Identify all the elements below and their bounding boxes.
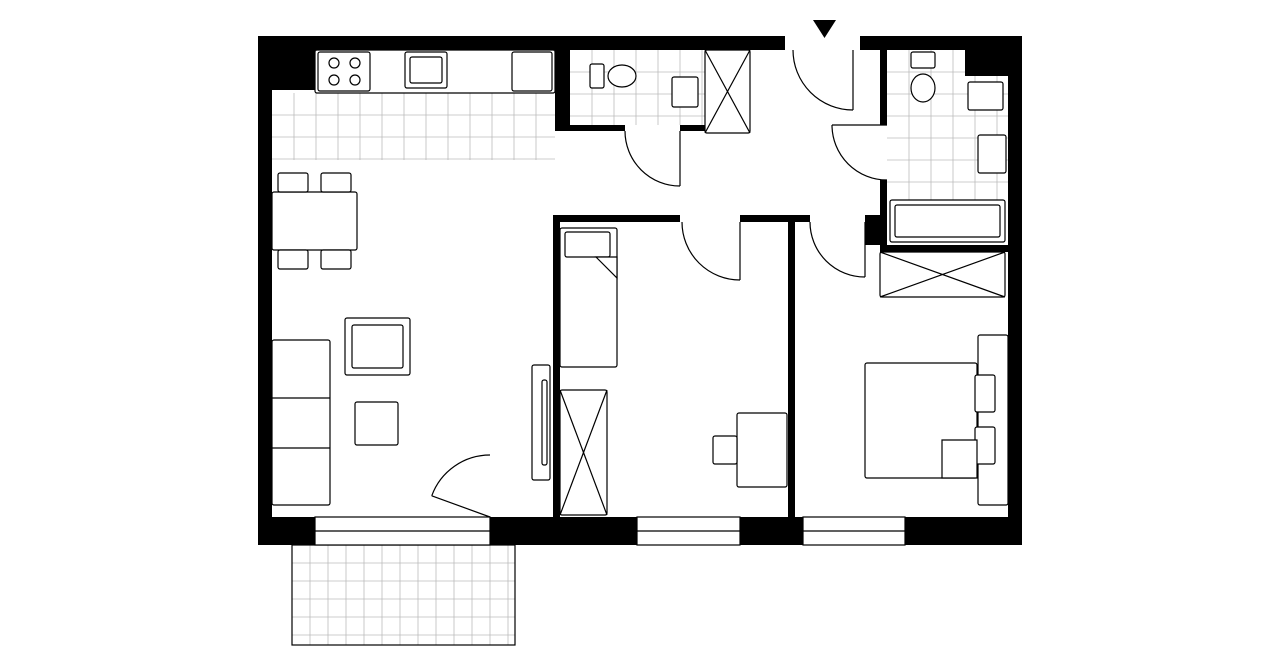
desk-chair xyxy=(712,435,738,465)
wardrobe-x xyxy=(879,251,1006,298)
toilet xyxy=(607,64,637,88)
washbasin xyxy=(977,134,1007,174)
tv xyxy=(541,379,548,466)
tiled-floors xyxy=(272,50,1008,646)
wall xyxy=(1008,36,1022,545)
walls xyxy=(258,36,1022,546)
entrance-triangle-icon xyxy=(813,20,836,38)
wall xyxy=(258,36,785,50)
nightstand-column xyxy=(977,334,1009,506)
wall xyxy=(553,215,680,222)
coffee-table xyxy=(354,401,399,446)
kitchen-tiles xyxy=(272,93,555,160)
entrance-door-swing xyxy=(792,49,854,111)
fridge xyxy=(511,51,553,92)
dining-chair xyxy=(277,172,309,193)
wall xyxy=(860,36,1022,50)
doors xyxy=(431,49,888,518)
wall xyxy=(788,222,795,517)
wall xyxy=(680,125,705,131)
wall xyxy=(740,517,803,545)
wall xyxy=(905,517,1022,545)
wall xyxy=(555,125,625,131)
furniture xyxy=(271,49,1009,516)
wall xyxy=(555,36,570,130)
bathtub-inner xyxy=(894,204,1001,238)
desk xyxy=(736,412,788,488)
toilet xyxy=(910,73,936,103)
bedroom2-door-swing xyxy=(809,221,866,278)
wall xyxy=(258,36,315,90)
pillow xyxy=(974,374,996,413)
burner xyxy=(328,74,340,86)
wall xyxy=(740,215,810,222)
wall xyxy=(880,180,887,252)
balcony-door-leaf xyxy=(431,495,491,518)
washing-machine xyxy=(967,81,1004,111)
dining-chair xyxy=(277,249,309,270)
bathroom-door-swing xyxy=(624,130,681,187)
burner xyxy=(328,57,340,69)
wall xyxy=(258,517,315,545)
dining-chair xyxy=(320,172,352,193)
dining-table xyxy=(271,191,358,251)
wall xyxy=(880,50,887,125)
wall xyxy=(490,517,637,545)
shower-x xyxy=(704,49,751,134)
wardrobe-x xyxy=(559,389,608,516)
pillow xyxy=(974,426,996,465)
dining-chair xyxy=(320,249,352,270)
stove xyxy=(317,51,371,92)
sink-basin xyxy=(409,56,443,84)
wall xyxy=(965,50,1008,76)
wall xyxy=(865,215,880,245)
wall xyxy=(258,36,272,545)
bed-cover-fold xyxy=(594,256,618,280)
armchair-seat xyxy=(351,324,404,369)
bathroom2-door-swing xyxy=(831,124,888,181)
pillow xyxy=(564,231,611,258)
balcony-door-swing xyxy=(431,454,491,497)
bedroom1-door-swing xyxy=(681,221,741,281)
bed-cover-fold xyxy=(941,439,978,479)
washbasin xyxy=(671,76,699,108)
toilet-tank xyxy=(589,63,605,89)
wall xyxy=(553,215,560,517)
sofa xyxy=(271,339,331,506)
burner xyxy=(349,57,361,69)
balcony-tiles xyxy=(292,545,515,645)
toilet-tank xyxy=(910,51,936,69)
wall xyxy=(880,245,1008,252)
burner xyxy=(349,74,361,86)
